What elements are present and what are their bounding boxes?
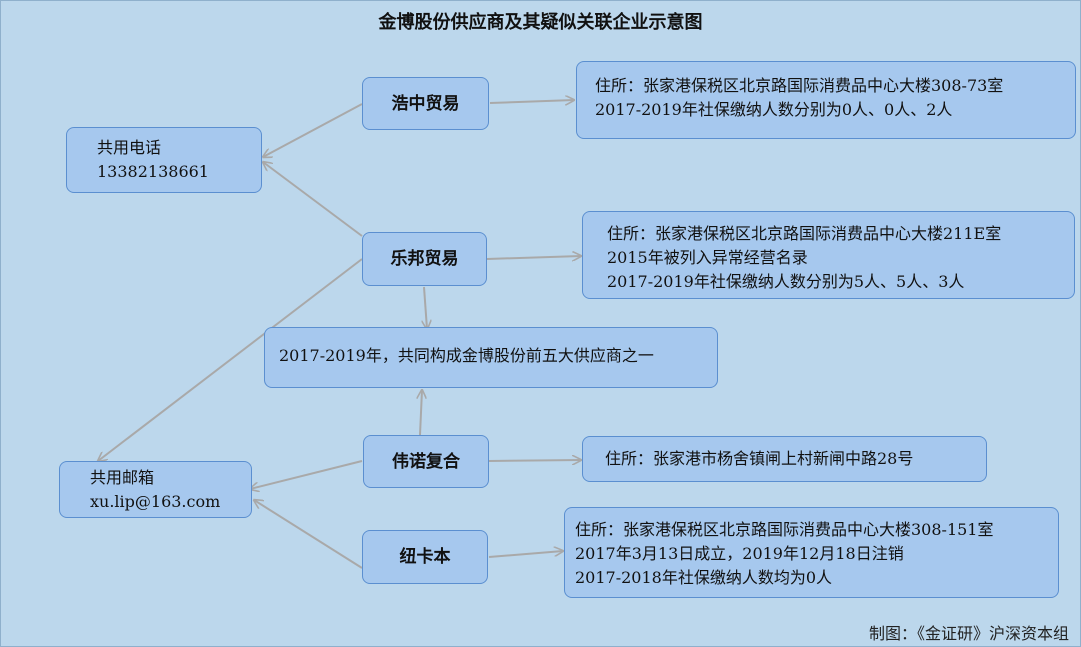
arrow-niukaben-to-email [254,500,363,569]
details-line: 2015年被列入异常经营名录 [607,248,808,267]
diagram-title: 金博股份供应商及其疑似关联企业示意图 [378,12,703,33]
company-weinuo: 伟诺复合 [363,435,489,488]
company-name: 乐邦贸易 [390,249,459,269]
company-name: 纽卡本 [399,547,451,567]
shared-email-box: 共用邮箱 xu.lip@163.com [59,461,252,518]
details-line: 住所：张家港保税区北京路国际消费品中心大楼211E室 [607,224,1002,243]
details-line: 住所：张家港市杨舍镇闸上村新闸中路28号 [605,449,914,468]
shared-phone-label: 共用电话 [97,138,162,157]
arrow-weinuo-to-note [420,390,422,436]
arrow-lebang-to-email [98,258,363,461]
company-name: 伟诺复合 [392,451,460,472]
details-haozhong: 住所：张家港保税区北京路国际消费品中心大楼308-73室 2017-2019年社… [576,61,1076,139]
company-lebang: 乐邦贸易 [362,232,487,286]
details-line: 住所：张家港保税区北京路国际消费品中心大楼308-73室 [595,76,1004,95]
arrow-lebang-to-phone [263,162,363,237]
shared-email-label: 共用邮箱 [90,468,155,487]
details-line: 2017-2019年社保缴纳人数分别为5人、5人、3人 [607,272,965,291]
shared-phone-box: 共用电话 13382138661 [66,127,262,193]
details-line: 2017-2019年社保缴纳人数分别为0人、0人、2人 [595,100,953,119]
details-line: 2017-2018年社保缴纳人数均为0人 [575,568,833,587]
details-line: 2017年3月13日成立，2019年12月18日注销 [575,544,904,563]
company-haozhong: 浩中贸易 [362,77,489,130]
details-niukaben: 住所：张家港保税区北京路国际消费品中心大楼308-151室 2017年3月13日… [564,507,1059,598]
arrow-niukaben-to-details [488,551,563,558]
center-note-text: 2017-2019年，共同构成金博股份前五大供应商之一 [279,346,654,365]
details-line: 住所：张家港保税区北京路国际消费品中心大楼308-151室 [575,520,994,539]
shared-email-address: xu.lip@163.com [90,492,221,511]
details-lebang: 住所：张家港保税区北京路国际消费品中心大楼211E室 2015年被列入异常经营名… [582,211,1075,299]
arrow-weinuo-to-email [250,460,363,489]
company-niukaben: 纽卡本 [362,530,488,584]
arrow-haozhong-to-phone [263,103,363,157]
arrow-lebang-to-details [486,256,581,259]
arrow-lebang-to-note [424,286,427,329]
credit-line: 制图：《金证研》沪深资本组 [868,624,1069,643]
shared-phone-number: 13382138661 [97,162,209,181]
arrow-haozhong-to-details [489,100,574,103]
center-note-box: 2017-2019年，共同构成金博股份前五大供应商之一 [264,327,718,388]
details-weinuo: 住所：张家港市杨舍镇闸上村新闸中路28号 [582,436,987,482]
company-name: 浩中贸易 [391,93,460,114]
arrow-weinuo-to-details [488,460,581,461]
